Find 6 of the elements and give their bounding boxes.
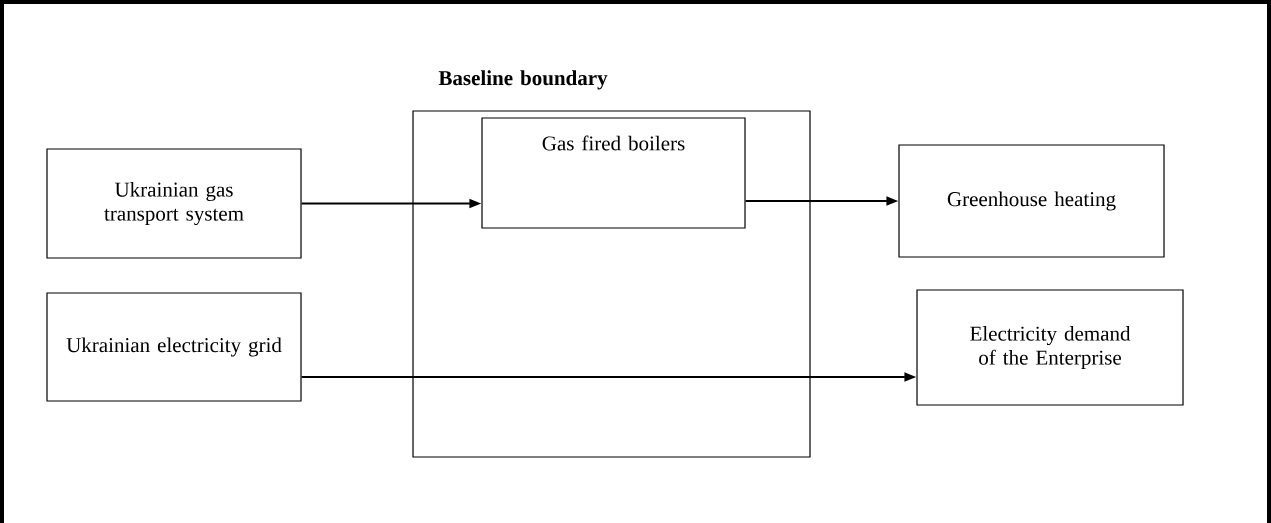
process-box: Ukrainian electricity grid <box>46 292 302 402</box>
process-box: Greenhouse heating <box>898 144 1165 258</box>
node-label: Baseline boundary <box>438 70 608 90</box>
process-box: Ukrainian gas transport system <box>46 148 302 259</box>
process-box: Electricity demand of the Enterprise <box>916 289 1184 406</box>
process-box: Gas fired boilers <box>481 117 746 229</box>
